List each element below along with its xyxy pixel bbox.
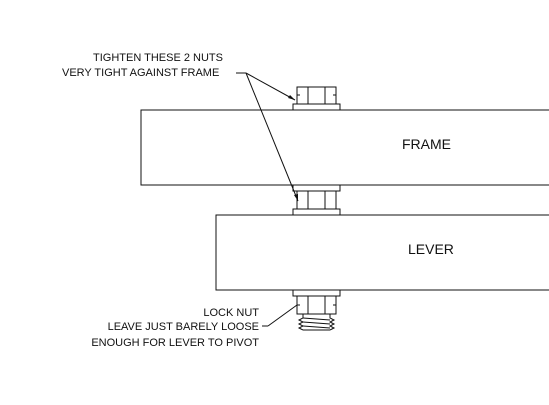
lock-note-line2: LEAVE JUST BARELY LOOSE — [108, 321, 259, 333]
lock-note-line1: LOCK NUT — [203, 307, 259, 319]
tighten-note-line2: VERY TIGHT AGAINST FRAME — [62, 67, 219, 79]
tighten-note-line1: TIGHTEN THESE 2 NUTS — [93, 52, 223, 64]
lock-note-line3: ENOUGH FOR LEVER TO PIVOT — [91, 337, 259, 349]
frame-label: FRAME — [402, 136, 451, 152]
leader-line-lock — [262, 304, 298, 327]
frame-plate — [140, 109, 549, 186]
lever-label: LEVER — [408, 241, 454, 257]
lock-nut — [292, 289, 341, 315]
bolt-thread-end — [297, 314, 336, 331]
top-nut — [292, 86, 341, 111]
middle-nut — [292, 184, 341, 216]
lever-plate — [215, 214, 549, 291]
leader-lines-top — [236, 72, 299, 202]
